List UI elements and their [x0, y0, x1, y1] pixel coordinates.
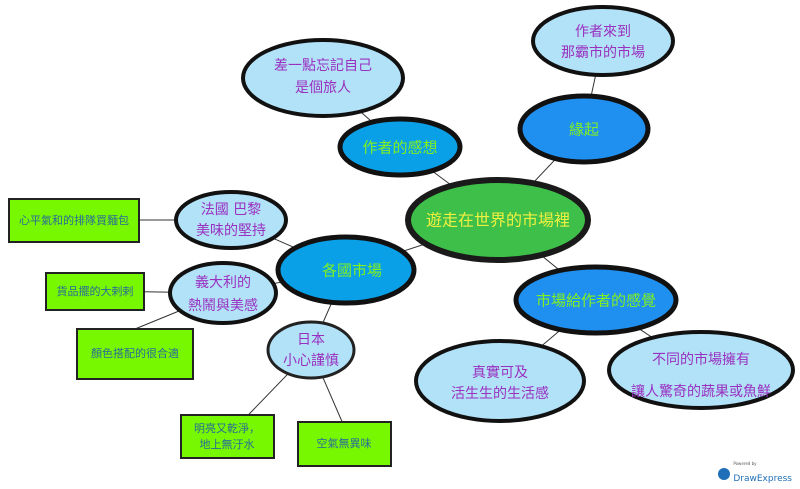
credit-small: Powered by — [733, 461, 757, 466]
note-label: 顏色搭配的很合適 — [91, 346, 179, 360]
node-label: 小心謹慎 — [283, 353, 339, 369]
node-label: 那霸市的市場 — [561, 44, 645, 61]
node-label: 作者的感想 — [362, 139, 437, 157]
note-italy-colors[interactable]: 顏色搭配的很合適 — [76, 328, 194, 380]
node-label: 讓人驚奇的蔬果或魚鮮 — [631, 383, 771, 400]
node-market-impression[interactable]: 市場給作者的感覺 — [513, 264, 679, 336]
node-surprising-produce[interactable]: 不同的市場擁有 讓人驚奇的蔬果或魚鮮 — [607, 330, 795, 410]
node-label: 義大利的 — [195, 274, 251, 291]
credit-brand: DrawExpress — [733, 474, 792, 484]
note-label: 貨品擺的大剌剌 — [57, 284, 134, 298]
note-italy-goods[interactable]: 貨品擺的大剌剌 — [45, 272, 145, 311]
note-label: 心平氣和的排隊買麵包 — [19, 213, 129, 227]
node-naha-market[interactable]: 作者來到 那霸市的市場 — [531, 5, 675, 77]
note-japan-air[interactable]: 空氣無異味 — [297, 421, 392, 467]
note-japan-clean[interactable]: 明亮又乾淨， 地上無汙水 — [180, 414, 275, 459]
node-label: 市場給作者的感覺 — [536, 292, 656, 310]
center-label: 遊走在世界的市場裡 — [426, 211, 570, 230]
node-label: 差一點忘記自己 — [274, 57, 372, 74]
node-japan[interactable]: 日本 小心謹慎 — [266, 320, 356, 380]
note-label: 地上無汙水 — [200, 437, 255, 451]
node-label: 真實可及 — [472, 364, 528, 381]
node-label: 美味的堅持 — [196, 223, 266, 239]
node-origin[interactable]: 緣起 — [517, 93, 651, 165]
node-forgot-traveler[interactable]: 差一點忘記自己 是個旅人 — [241, 38, 405, 118]
drawexpress-logo-icon — [718, 467, 731, 480]
node-label: 不同的市場擁有 — [652, 351, 750, 368]
node-center-topic[interactable]: 遊走在世界的市場裡 — [405, 177, 591, 263]
node-label: 各國市場 — [322, 262, 382, 280]
node-label: 法國 巴黎 — [201, 202, 261, 218]
node-label: 熱鬧與美感 — [188, 297, 258, 314]
note-label: 空氣無異味 — [317, 436, 372, 450]
node-label: 是個旅人 — [295, 80, 351, 96]
drawexpress-credit: Powered by DrawExpress — [718, 462, 792, 485]
node-label: 日本 — [297, 332, 325, 348]
note-label: 明亮又乾淨， — [194, 421, 260, 435]
node-italy[interactable]: 義大利的 熱鬧與美感 — [168, 261, 278, 325]
node-france[interactable]: 法國 巴黎 美味的堅持 — [174, 190, 288, 250]
node-label: 緣起 — [569, 121, 599, 139]
node-author-feelings[interactable]: 作者的感想 — [337, 116, 463, 178]
node-real-life[interactable]: 真實可及 活生生的生活感 — [414, 339, 586, 423]
node-label: 活生生的生活感 — [451, 385, 549, 402]
node-label: 作者來到 — [575, 24, 631, 40]
note-france-bread[interactable]: 心平氣和的排隊買麵包 — [8, 198, 140, 243]
node-world-markets[interactable]: 各國市場 — [275, 234, 417, 306]
